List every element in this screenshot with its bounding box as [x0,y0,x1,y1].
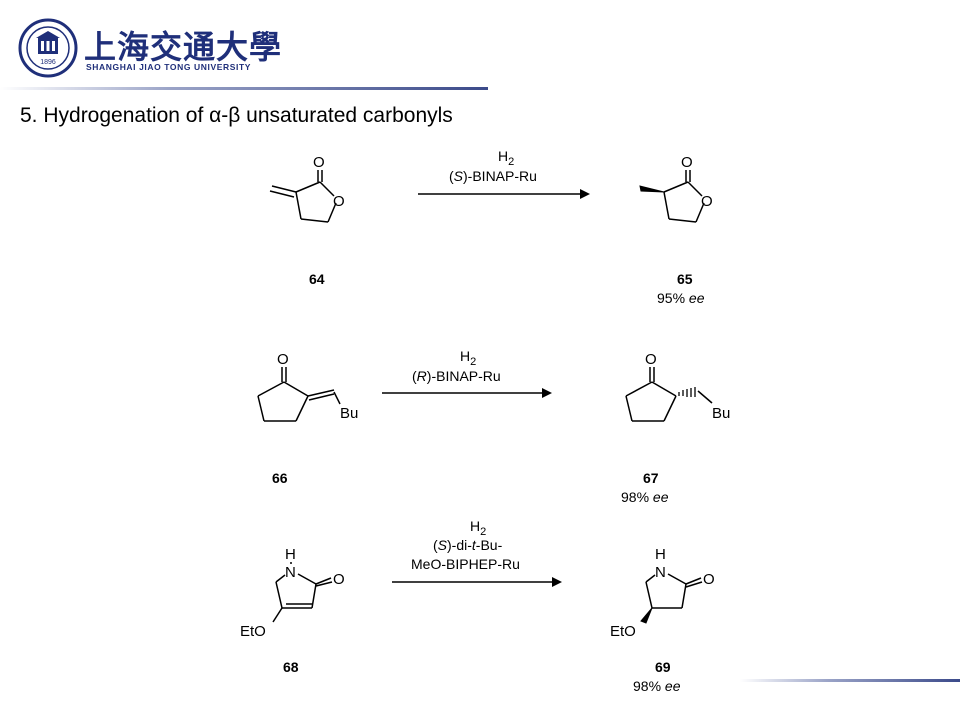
compound-label-64: 64 [309,271,325,287]
atom-O: O [333,193,345,210]
page-title: 5. Hydrogenation of α-β unsaturated carb… [20,104,453,127]
university-seal-icon: 1896 [18,18,78,78]
atom-H: H [285,546,296,563]
reagent-catalyst: (S)-BINAP-Ru [449,168,537,184]
footer-rule [740,679,960,682]
compound-67-structure: O Bu [625,351,730,422]
atom-O: O [703,571,715,588]
compound-69-structure: H N O EtO [610,546,715,640]
atom-N: N [655,564,666,581]
atom-O: O [313,154,325,171]
seal-year: 1896 [40,59,56,66]
group-EtO: EtO [240,623,266,640]
compound-label-65: 65 [677,271,693,287]
compound-label-68: 68 [283,659,299,675]
atom-H: H [655,546,666,563]
compound-label-66: 66 [272,470,288,486]
logo-chinese-name: 上海交通大學 [84,28,283,66]
header-rule [0,87,488,90]
group-Bu: Bu [712,405,730,422]
group-EtO: EtO [610,623,636,640]
compound-65-structure: O O [639,154,713,223]
reagent-h2: H2 [470,518,486,538]
group-Bu: Bu [340,405,358,422]
compound-label-69: 69 [655,659,671,675]
reagent-h2: H2 [460,348,476,368]
reagent-catalyst-line2: MeO-BIPHEP-Ru [411,556,520,572]
atom-O: O [681,154,693,171]
atom-O: O [277,351,289,368]
reagent-catalyst-line1: (S)-di-t-Bu- [433,537,503,553]
reaction-arrow [382,388,552,398]
reaction-arrow [418,189,590,199]
compound-66-structure: O Bu [257,351,358,422]
ee-67: 98% ee [621,489,669,505]
compound-64-structure: O O [269,154,345,223]
logo-english-name: SHANGHAI JIAO TONG UNIVERSITY [86,62,252,72]
atom-O: O [645,351,657,368]
reaction-2: O Bu 66 H2 (R)-BINAP-Ru [257,348,730,505]
atom-O: O [701,193,713,210]
reagent-h2: H2 [498,148,514,168]
reagent-catalyst: (R)-BINAP-Ru [412,368,501,384]
ee-69: 98% ee [633,678,681,694]
compound-label-67: 67 [643,470,659,486]
ee-65: 95% ee [657,290,705,306]
reaction-3: H N O EtO 68 H2 (S)-di-t-Bu- MeO-BIPHEP-… [240,518,715,694]
reaction-arrow [392,577,562,587]
compound-68-structure: H N O EtO [240,546,345,640]
reaction-1: O O 64 H2 (S)-BINAP-Ru O [269,148,713,306]
atom-N: N [285,564,296,581]
atom-O: O [333,571,345,588]
